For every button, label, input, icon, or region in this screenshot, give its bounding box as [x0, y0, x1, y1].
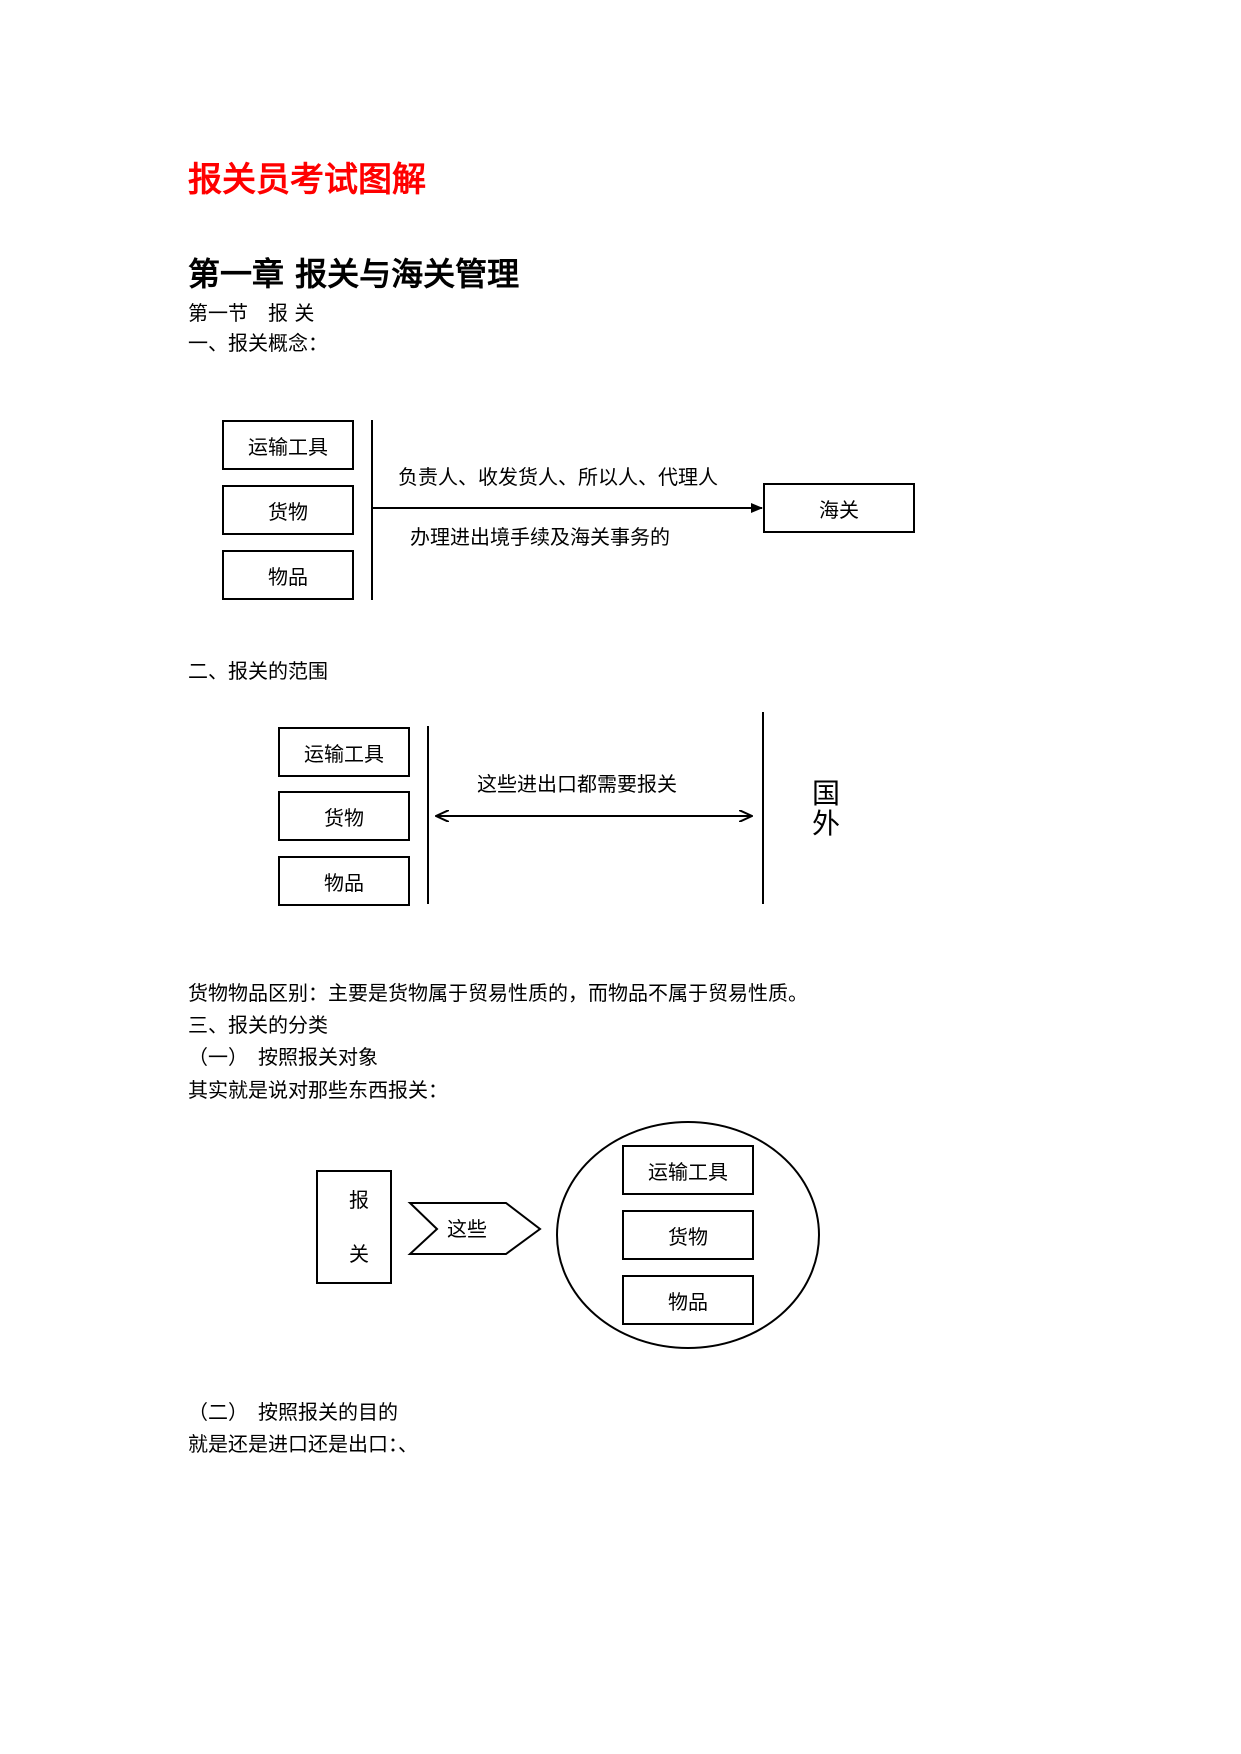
foreign-char-2: 外: [811, 807, 840, 840]
box-transport: 运输工具: [622, 1145, 754, 1195]
foreign-char-1: 国: [811, 777, 840, 810]
sub-1-description: 其实就是说对那些东西报关：: [188, 1078, 448, 1102]
difference-text: 货物物品区别：主要是货物属于贸易性质的，而物品不属于贸易性质。: [188, 981, 808, 1005]
sub-1-heading: （一） 按照报关对象: [188, 1045, 378, 1069]
chapter-title: 第一章 报关与海关管理: [188, 255, 520, 293]
box-customs-declaration: [316, 1170, 392, 1284]
item-2-heading: 二、报关的范围: [188, 659, 328, 683]
sub-2-heading: （二） 按照报关的目的: [188, 1400, 398, 1424]
objects-ellipse: [556, 1121, 820, 1349]
section-heading: 第一节 报 关: [188, 301, 315, 325]
box-articles: 物品: [278, 856, 410, 906]
border-line-foreign: [762, 712, 764, 904]
box-goods: 货物: [222, 485, 354, 535]
document-title: 报关员考试图解: [188, 160, 426, 200]
scope-label: 这些进出口都需要报关: [477, 772, 677, 796]
declaration-char-2: 关: [349, 1242, 369, 1266]
declaration-char-1: 报: [349, 1188, 369, 1212]
box-goods: 货物: [278, 791, 410, 841]
box-goods: 货物: [622, 1210, 754, 1260]
action-label: 办理进出境手续及海关事务的: [410, 525, 670, 549]
border-line-domestic: [427, 726, 429, 904]
box-articles: 物品: [222, 550, 354, 600]
box-transport: 运输工具: [222, 420, 354, 470]
item-1-heading: 一、报关概念：: [188, 331, 328, 355]
box-customs: 海关: [763, 483, 915, 533]
arrow-label: 这些: [447, 1217, 487, 1241]
divider-line: [371, 420, 373, 600]
actor-label: 负责人、收发货人、所以人、代理人: [398, 465, 718, 489]
sub-2-description: 就是还是进口还是出口：、: [188, 1432, 418, 1456]
box-transport: 运输工具: [278, 727, 410, 777]
box-articles: 物品: [622, 1275, 754, 1325]
chevron-arrow-icon: [407, 1202, 542, 1255]
item-3-heading: 三、报关的分类: [188, 1013, 328, 1037]
